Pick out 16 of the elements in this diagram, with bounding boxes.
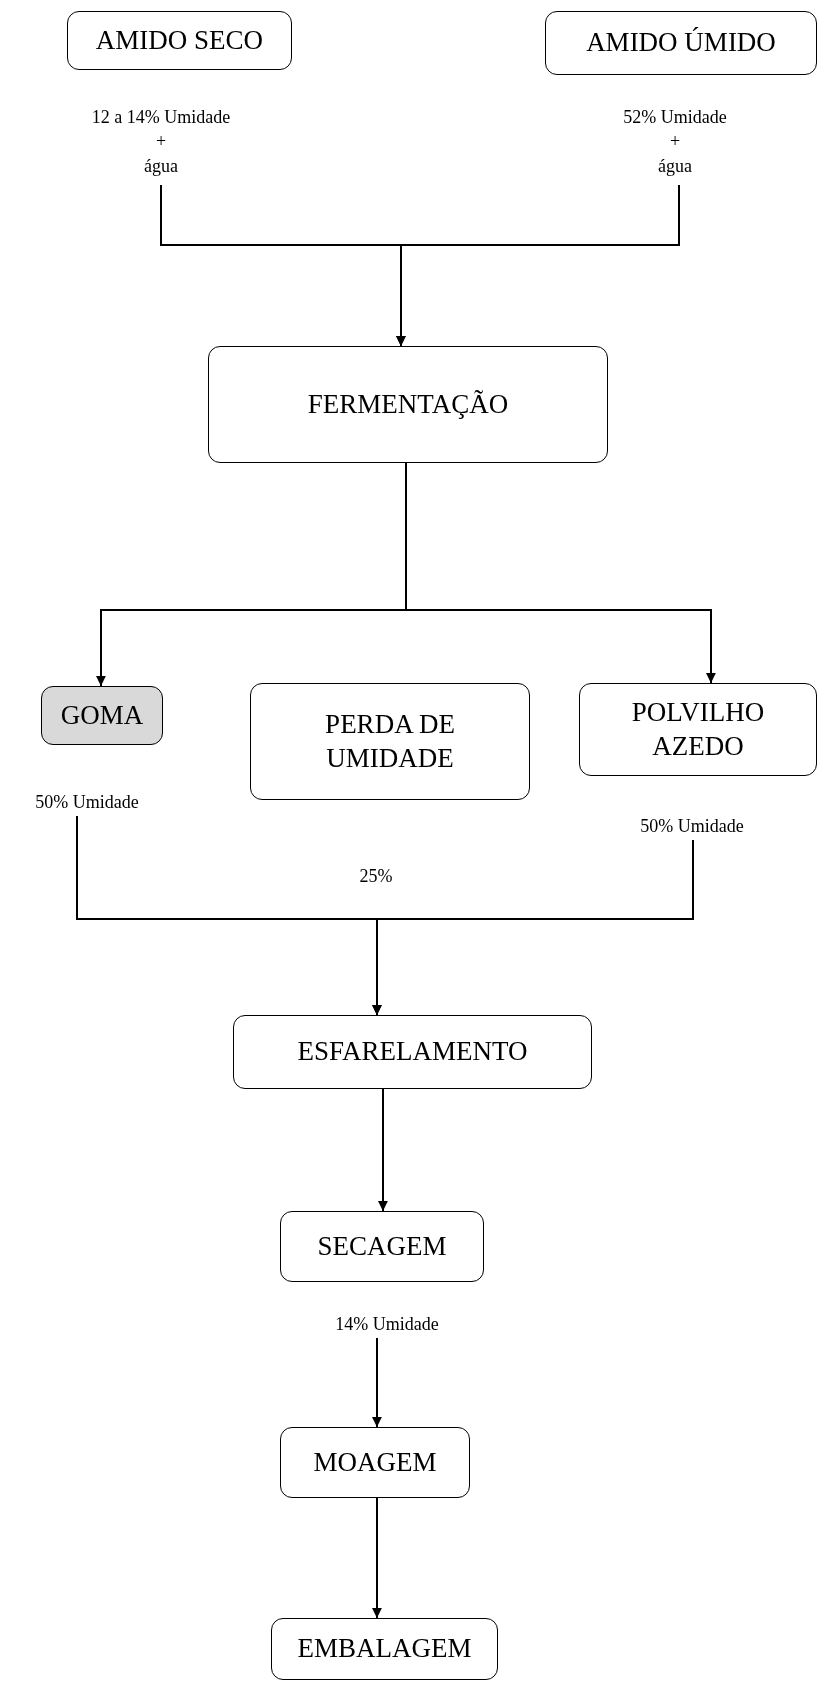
process-box: AMIDO SECO [67, 11, 292, 70]
note-text: 50% Umidade [34, 791, 140, 814]
process-box: MOAGEM [280, 1427, 470, 1498]
process-box: FERMENTAÇÃO [208, 346, 608, 463]
note-text: 25% [358, 865, 394, 888]
note-text: 12 a 14% Umidade + água [90, 106, 232, 178]
process-box: EMBALAGEM [271, 1618, 498, 1680]
note-text: 50% Umidade [639, 815, 745, 838]
process-box: ESFARELAMENTO [233, 1015, 592, 1089]
note-text: 14% Umidade [334, 1313, 440, 1336]
process-box: POLVILHO AZEDO [579, 683, 817, 776]
process-box: GOMA [41, 686, 163, 745]
process-box: AMIDO ÚMIDO [545, 11, 817, 75]
process-box: SECAGEM [280, 1211, 484, 1282]
process-box: PERDA DE UMIDADE [250, 683, 530, 800]
note-text: 52% Umidade + água [622, 106, 728, 178]
